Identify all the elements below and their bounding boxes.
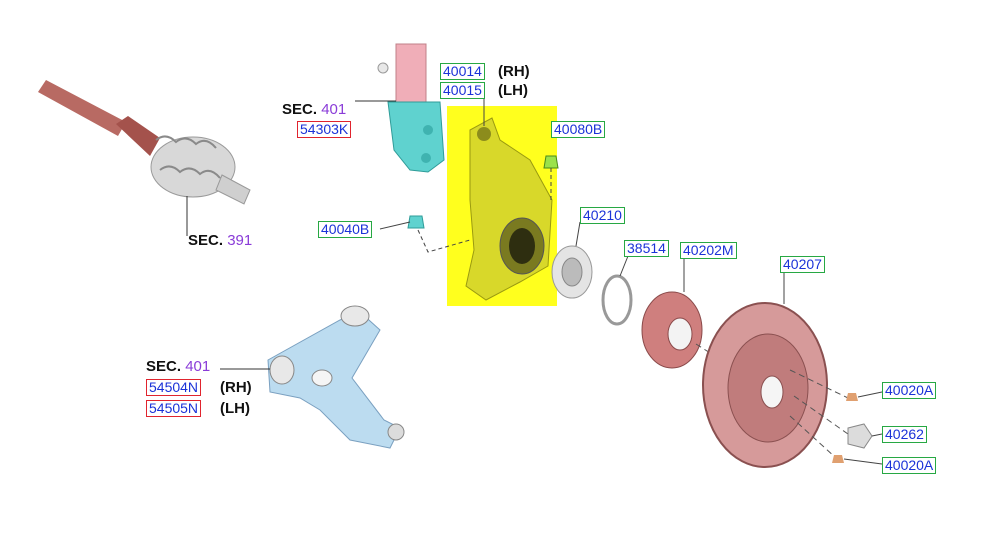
leader-lines xyxy=(379,98,883,465)
section-number: 401 xyxy=(185,358,211,375)
section-ref-strut[interactable]: SEC. 401 xyxy=(282,102,346,118)
hub-nut xyxy=(847,423,873,449)
bolt-40040b xyxy=(407,215,425,229)
section-prefix: SEC. xyxy=(146,358,182,375)
callout-40020a-top[interactable]: 40020A xyxy=(882,382,937,399)
callout-40040b[interactable]: 40040B xyxy=(318,221,373,238)
strut-assembly xyxy=(355,43,445,173)
callout-54303k[interactable]: 54303K xyxy=(297,121,352,138)
bolt-40080b xyxy=(543,155,559,169)
section-prefix: SEC. xyxy=(188,232,224,249)
section-number: 401 xyxy=(321,101,347,118)
drive-shaft xyxy=(38,80,251,236)
callout-40014-side: (RH) xyxy=(498,63,530,80)
wheel-hub xyxy=(641,291,741,373)
callout-54504n[interactable]: 54504N xyxy=(146,379,202,396)
callout-40210[interactable]: 40210 xyxy=(580,207,625,224)
section-number: 391 xyxy=(227,232,253,249)
snap-ring xyxy=(601,274,633,326)
lower-arm xyxy=(220,305,405,449)
callout-40262[interactable]: 40262 xyxy=(882,426,927,443)
callout-40015-side: (LH) xyxy=(498,82,528,99)
callout-40207[interactable]: 40207 xyxy=(780,256,825,273)
callout-40014[interactable]: 40014 xyxy=(440,63,485,80)
brake-disc xyxy=(702,302,849,468)
callout-40080b[interactable]: 40080B xyxy=(551,121,606,138)
callout-40015[interactable]: 40015 xyxy=(440,82,485,99)
callout-54505n[interactable]: 54505N xyxy=(146,400,202,417)
section-prefix: SEC. xyxy=(282,101,318,118)
section-ref-lower-arm[interactable]: SEC. 401 xyxy=(146,359,210,375)
wheel-bearing xyxy=(551,245,593,299)
callout-54504n-side: (RH) xyxy=(220,379,252,396)
steering-knuckle xyxy=(465,117,553,301)
callout-38514[interactable]: 38514 xyxy=(624,240,669,257)
wheel-nut-top xyxy=(846,393,858,401)
callout-40202m[interactable]: 40202M xyxy=(680,242,737,259)
wheel-nut-bottom xyxy=(832,455,844,463)
callout-40020a-bottom[interactable]: 40020A xyxy=(882,457,937,474)
section-ref-drive-shaft[interactable]: SEC. 391 xyxy=(188,233,252,249)
callout-54505n-side: (LH) xyxy=(220,400,250,417)
